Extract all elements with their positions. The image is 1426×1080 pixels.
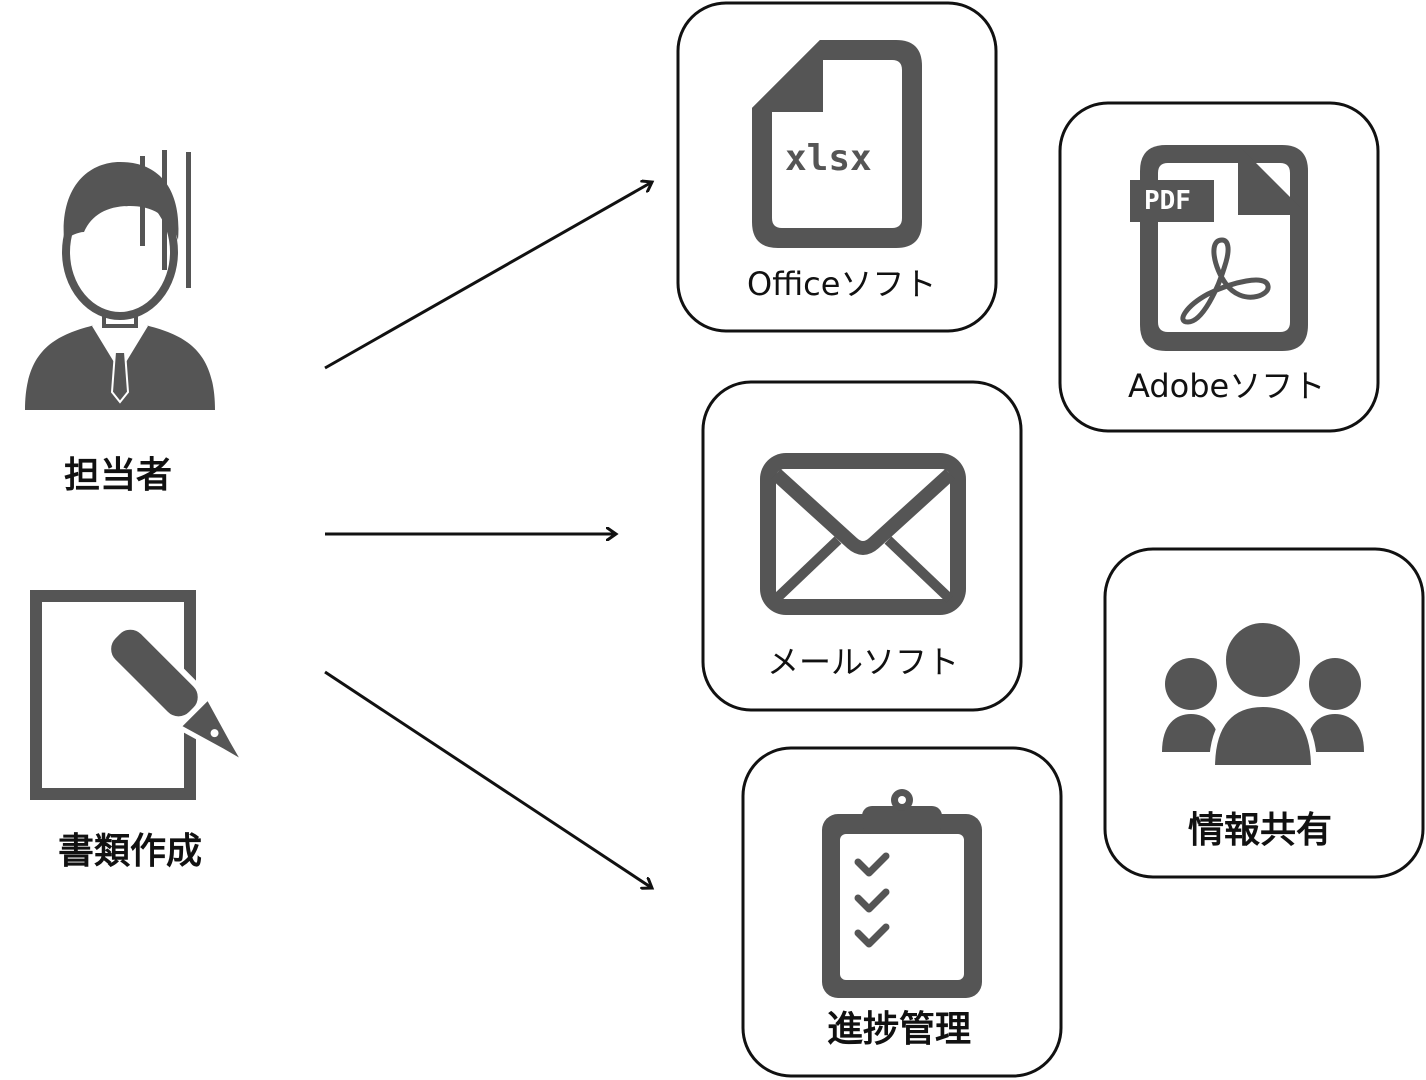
office-label: Officeソフト: [747, 265, 937, 303]
arrow-to-progress: [324, 670, 652, 888]
person-label: 担当者: [64, 455, 173, 496]
progress-label: 進捗管理: [827, 1009, 972, 1050]
group-users-icon: [1162, 617, 1364, 771]
document-pen-icon: [30, 590, 253, 800]
xlsx-file-icon: [752, 40, 922, 248]
arrow-to-office: [324, 182, 652, 370]
pdf-tag: PDF: [1144, 186, 1191, 216]
mail-label: メールソフト: [767, 643, 960, 681]
adobe-label: Adobeソフト: [1128, 367, 1326, 405]
clipboard-checklist-icon: [822, 789, 982, 998]
envelope-icon: [760, 453, 966, 615]
person-icon: [25, 150, 215, 410]
document-label: 書類作成: [58, 831, 203, 872]
xlsx-tag: xlsx: [785, 138, 872, 179]
share-label: 情報共有: [1188, 810, 1333, 851]
pdf-file-icon: [1130, 145, 1308, 351]
